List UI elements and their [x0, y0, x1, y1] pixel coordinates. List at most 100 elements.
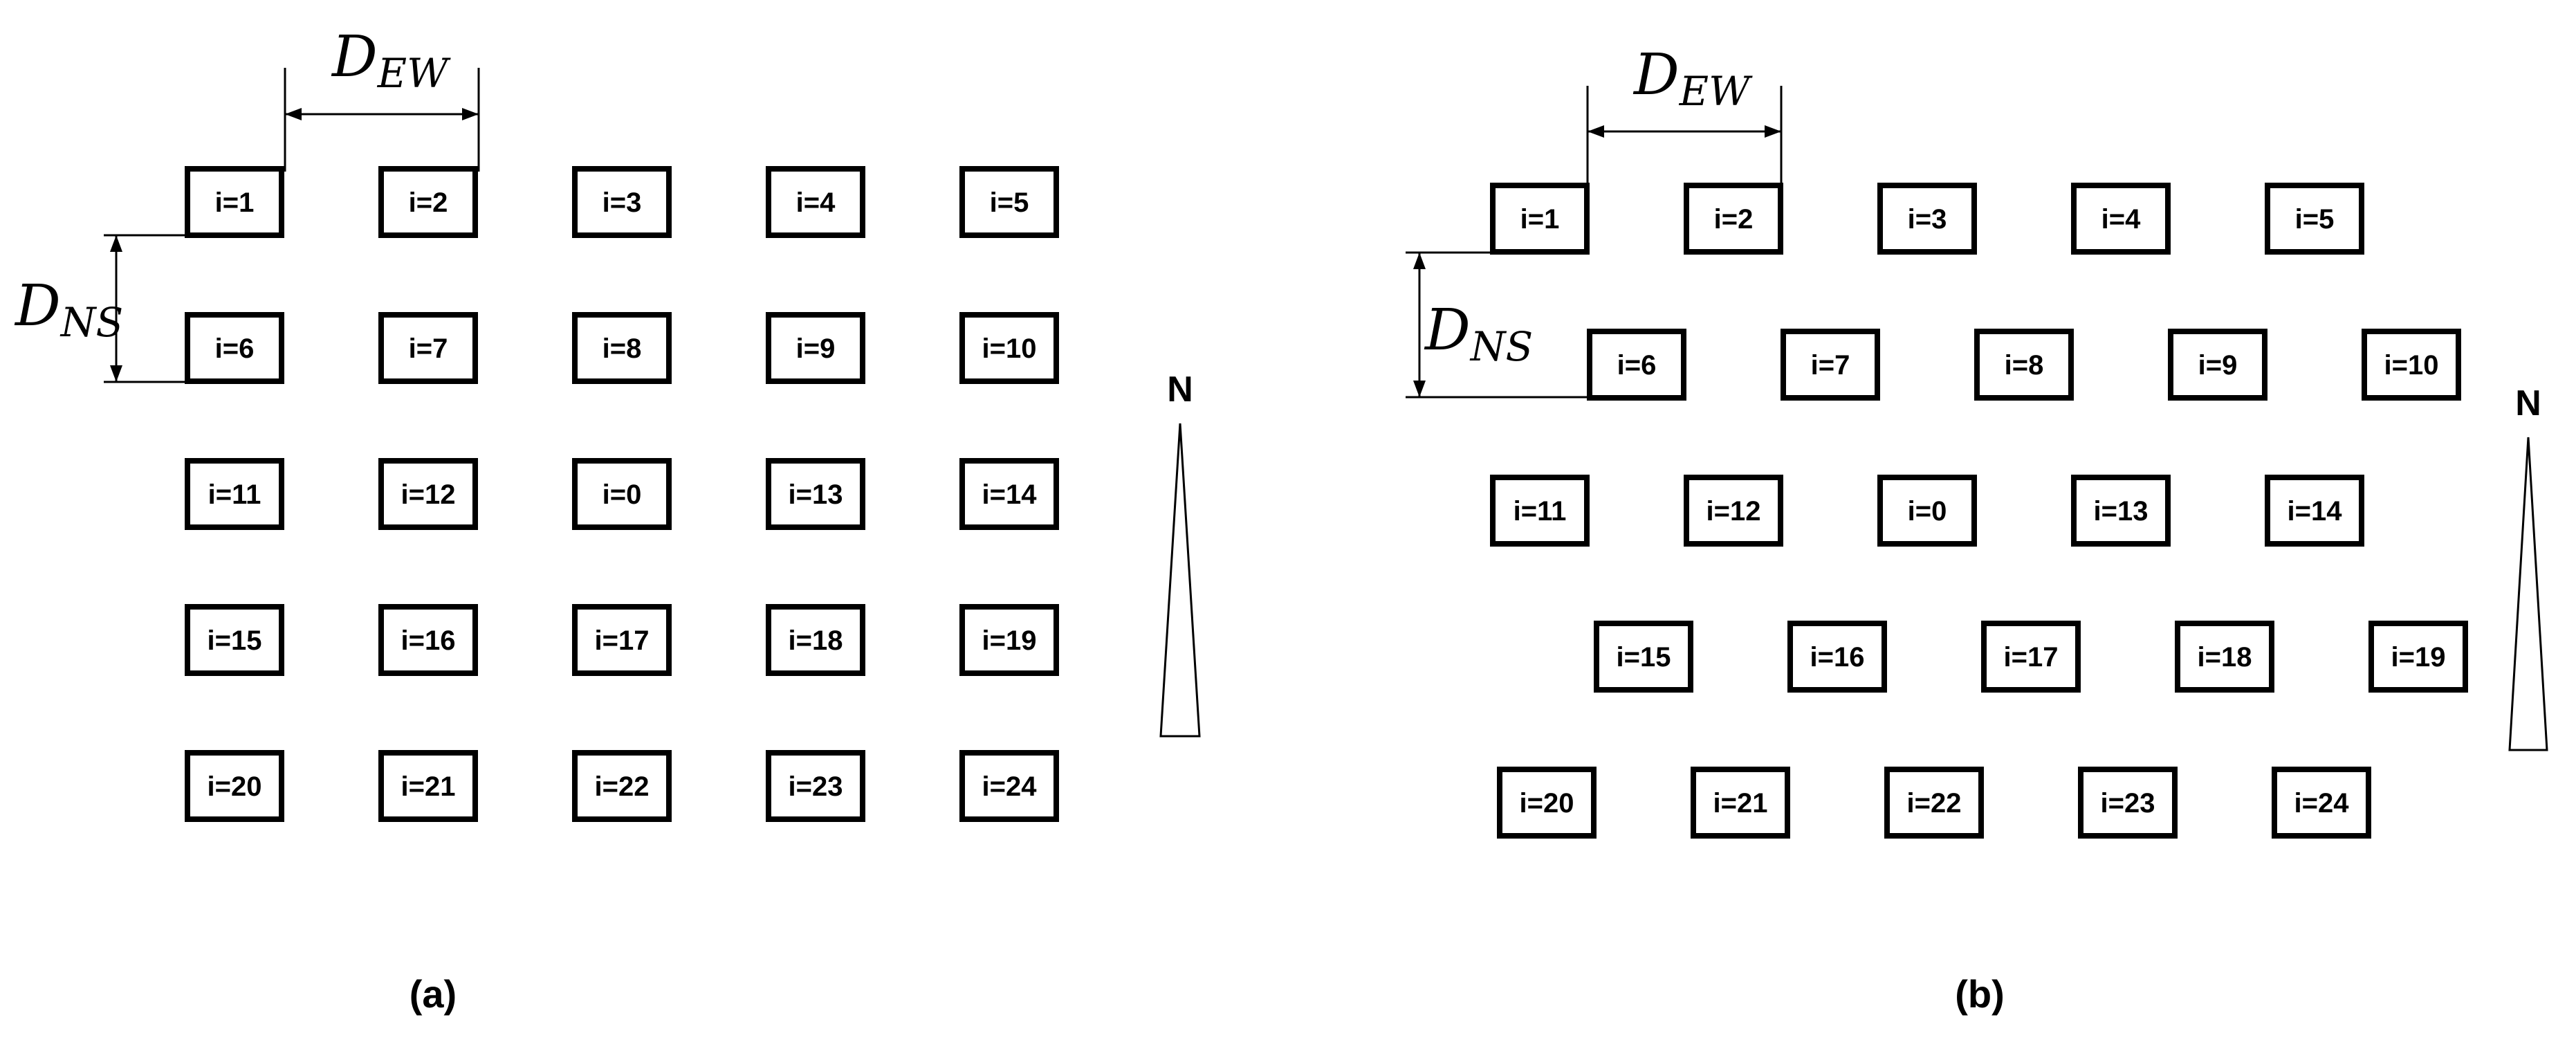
north-label-a: N [1167, 369, 1193, 410]
building-box: i=11 [1490, 475, 1590, 547]
building-box: i=5 [959, 166, 1059, 238]
building-outline [2078, 767, 2178, 839]
building-outline [959, 166, 1059, 238]
ns-dim-label-a: DNS [14, 273, 123, 346]
building-outline [185, 166, 284, 238]
building-outline [766, 750, 865, 822]
building-outline [1787, 621, 1887, 693]
building-label: i=12 [1706, 496, 1761, 527]
building-label: i=15 [1617, 642, 1671, 673]
building-label: i=20 [208, 771, 262, 802]
building-box: i=1 [1490, 183, 1590, 255]
building-outline [1594, 621, 1693, 693]
building-box: i=14 [2265, 475, 2364, 547]
building-outline [959, 750, 1059, 822]
building-label: i=11 [208, 479, 261, 510]
building-outline [185, 458, 284, 530]
building-outline [1497, 767, 1597, 839]
building-label: i=14 [982, 479, 1038, 510]
building-label: i=10 [2384, 350, 2439, 381]
building-outline [1684, 475, 1783, 547]
building-label: i=24 [982, 771, 1038, 802]
building-label: i=3 [602, 188, 642, 218]
building-label: i=24 [2294, 788, 2350, 819]
building-label: i=7 [409, 333, 448, 364]
ew-dimension-b: DEW [1586, 42, 1783, 188]
building-box: i=4 [2071, 183, 2171, 255]
building-label: i=21 [401, 771, 456, 802]
building-label: i=8 [602, 333, 642, 364]
building-label: i=16 [1810, 642, 1865, 673]
building-box: i=15 [185, 604, 284, 676]
building-box: i=22 [572, 750, 672, 822]
building-label: i=15 [208, 625, 262, 656]
building-box: i=22 [1884, 767, 1984, 839]
building-box: i=12 [1684, 475, 1783, 547]
building-outline [766, 312, 865, 384]
building-box: i=7 [378, 312, 478, 384]
building-label: i=3 [1908, 204, 1947, 235]
building-outline [378, 458, 478, 530]
ew-dimension-a: DEW [284, 24, 480, 172]
building-label: i=4 [796, 188, 836, 218]
building-box: i=18 [766, 604, 865, 676]
building-label: i=23 [789, 771, 843, 802]
building-label: i=4 [2101, 204, 2141, 235]
building-outline [959, 312, 1059, 384]
building-box: i=20 [1497, 767, 1597, 839]
ns-dimension-a: DNS [14, 234, 188, 383]
building-outline [572, 458, 672, 530]
building-box: i=0 [1877, 475, 1977, 547]
building-box: i=13 [766, 458, 865, 530]
ns-dimension-b: DNS [1406, 251, 1591, 399]
building-outline [766, 604, 865, 676]
building-box: i=9 [766, 312, 865, 384]
building-box: i=3 [572, 166, 672, 238]
building-box: i=8 [1974, 329, 2074, 401]
building-box: i=21 [1691, 767, 1790, 839]
building-box: i=24 [959, 750, 1059, 822]
building-box: i=14 [959, 458, 1059, 530]
building-box: i=16 [378, 604, 478, 676]
building-label: i=17 [595, 625, 650, 656]
building-outline [185, 312, 284, 384]
building-outline [572, 750, 672, 822]
building-label: i=1 [1520, 204, 1560, 235]
north-arrow-b: N [2508, 383, 2548, 751]
building-box: i=19 [959, 604, 1059, 676]
building-label: i=18 [789, 625, 843, 656]
building-label: i=9 [796, 333, 836, 364]
building-box: i=21 [378, 750, 478, 822]
building-label: i=16 [401, 625, 456, 656]
building-outline [2362, 329, 2461, 401]
building-outline [572, 604, 672, 676]
building-outline [1490, 475, 1590, 547]
building-label: i=23 [2101, 788, 2155, 819]
building-label: i=1 [215, 188, 255, 218]
building-outline [378, 312, 478, 384]
building-outline [2265, 475, 2364, 547]
building-box: i=17 [1981, 621, 2081, 693]
building-outline [1490, 183, 1590, 255]
building-label: i=0 [602, 479, 642, 510]
building-outline [1981, 621, 2081, 693]
building-box: i=6 [1587, 329, 1686, 401]
building-box: i=18 [2175, 621, 2274, 693]
building-outline [185, 750, 284, 822]
building-label: i=2 [409, 188, 448, 218]
building-label: i=12 [401, 479, 456, 510]
building-label: i=6 [215, 333, 255, 364]
ew-dim-label-a: DEW [331, 24, 451, 97]
building-box: i=3 [1877, 183, 1977, 255]
building-box: i=6 [185, 312, 284, 384]
building-label: i=22 [1907, 788, 1962, 819]
building-label: i=7 [1811, 350, 1850, 381]
building-outline [1587, 329, 1686, 401]
building-outline [2168, 329, 2267, 401]
building-label: i=13 [2094, 496, 2149, 527]
building-label: i=2 [1714, 204, 1754, 235]
north-arrow-a: N [1159, 369, 1201, 738]
building-box: i=1 [185, 166, 284, 238]
